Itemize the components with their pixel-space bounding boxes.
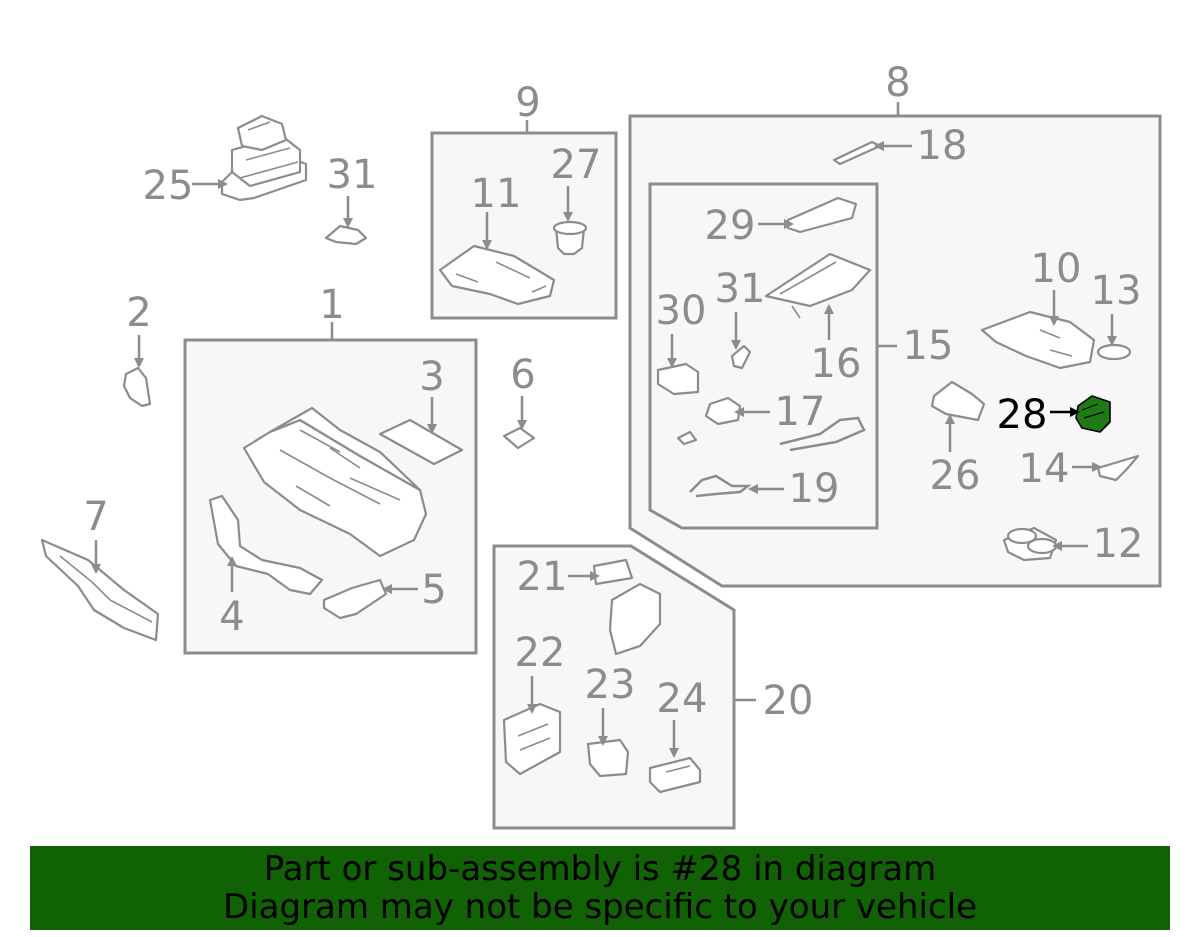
callout-31-upper: 31 xyxy=(327,152,378,198)
callout-28: 28 xyxy=(997,392,1048,438)
part-2-bracket xyxy=(122,366,152,408)
part-1-console-body xyxy=(242,406,428,558)
part-4-side-trim xyxy=(208,494,324,596)
callout-10: 10 xyxy=(1031,246,1082,292)
banner-line-2: Diagram may not be specific to your vehi… xyxy=(222,887,978,927)
callout-5: 5 xyxy=(421,567,446,613)
callout-12: 12 xyxy=(1093,521,1144,567)
part-12-cup-holder xyxy=(1002,526,1058,562)
callout-29: 29 xyxy=(705,203,756,249)
leader-arrows xyxy=(91,141,1117,758)
callout-13: 13 xyxy=(1091,268,1142,314)
info-banner: Part or sub-assembly is #28 in diagram D… xyxy=(30,846,1170,930)
part-14-trim xyxy=(1096,454,1140,482)
callout-1: 1 xyxy=(319,282,344,328)
callout-24: 24 xyxy=(657,676,708,722)
part-22-unit xyxy=(502,702,562,776)
part-13-ring xyxy=(1096,343,1132,361)
part-17-harness xyxy=(779,416,866,452)
callout-18: 18 xyxy=(917,123,968,169)
callout-6: 6 xyxy=(510,352,535,398)
callout-31-lower: 31 xyxy=(715,266,766,312)
callout-3: 3 xyxy=(419,354,444,400)
callout-11: 11 xyxy=(471,171,522,217)
callout-26: 26 xyxy=(930,453,981,499)
part-30-switch xyxy=(656,362,700,396)
callout-19: 19 xyxy=(789,466,840,512)
part-25-shifter xyxy=(220,114,308,202)
part-28-highlighted xyxy=(1075,395,1111,433)
callout-21: 21 xyxy=(517,554,568,600)
callout-16: 16 xyxy=(811,341,862,387)
part-16-bin-cover xyxy=(764,252,872,308)
callout-30: 30 xyxy=(656,288,707,334)
part-5-plug xyxy=(322,578,388,620)
part-17-module xyxy=(704,396,742,426)
callout-7: 7 xyxy=(83,494,108,540)
callout-25: 25 xyxy=(143,163,194,209)
part-31-clip-upper xyxy=(324,224,368,246)
callout-17: 17 xyxy=(775,389,826,435)
part-20-bracket xyxy=(608,582,662,656)
part-23-unit xyxy=(586,738,630,778)
callout-27: 27 xyxy=(551,142,602,188)
callout-23: 23 xyxy=(585,662,636,708)
callout-9: 9 xyxy=(515,80,540,126)
part-19-harness xyxy=(689,474,752,498)
part-3-pad xyxy=(378,418,464,466)
callout-20: 20 xyxy=(763,678,814,724)
part-26-bracket xyxy=(930,380,986,422)
callout-4: 4 xyxy=(219,594,244,640)
callout-2: 2 xyxy=(126,290,151,336)
callout-8: 8 xyxy=(885,60,910,106)
banner-line-1: Part or sub-assembly is #28 in diagram xyxy=(263,849,937,889)
part-27-cup xyxy=(552,220,588,256)
callout-14: 14 xyxy=(1019,446,1070,492)
part-31-clip-lower xyxy=(730,344,752,370)
callout-15: 15 xyxy=(903,323,954,369)
part-6-clip xyxy=(502,426,536,450)
callout-22: 22 xyxy=(515,630,566,676)
